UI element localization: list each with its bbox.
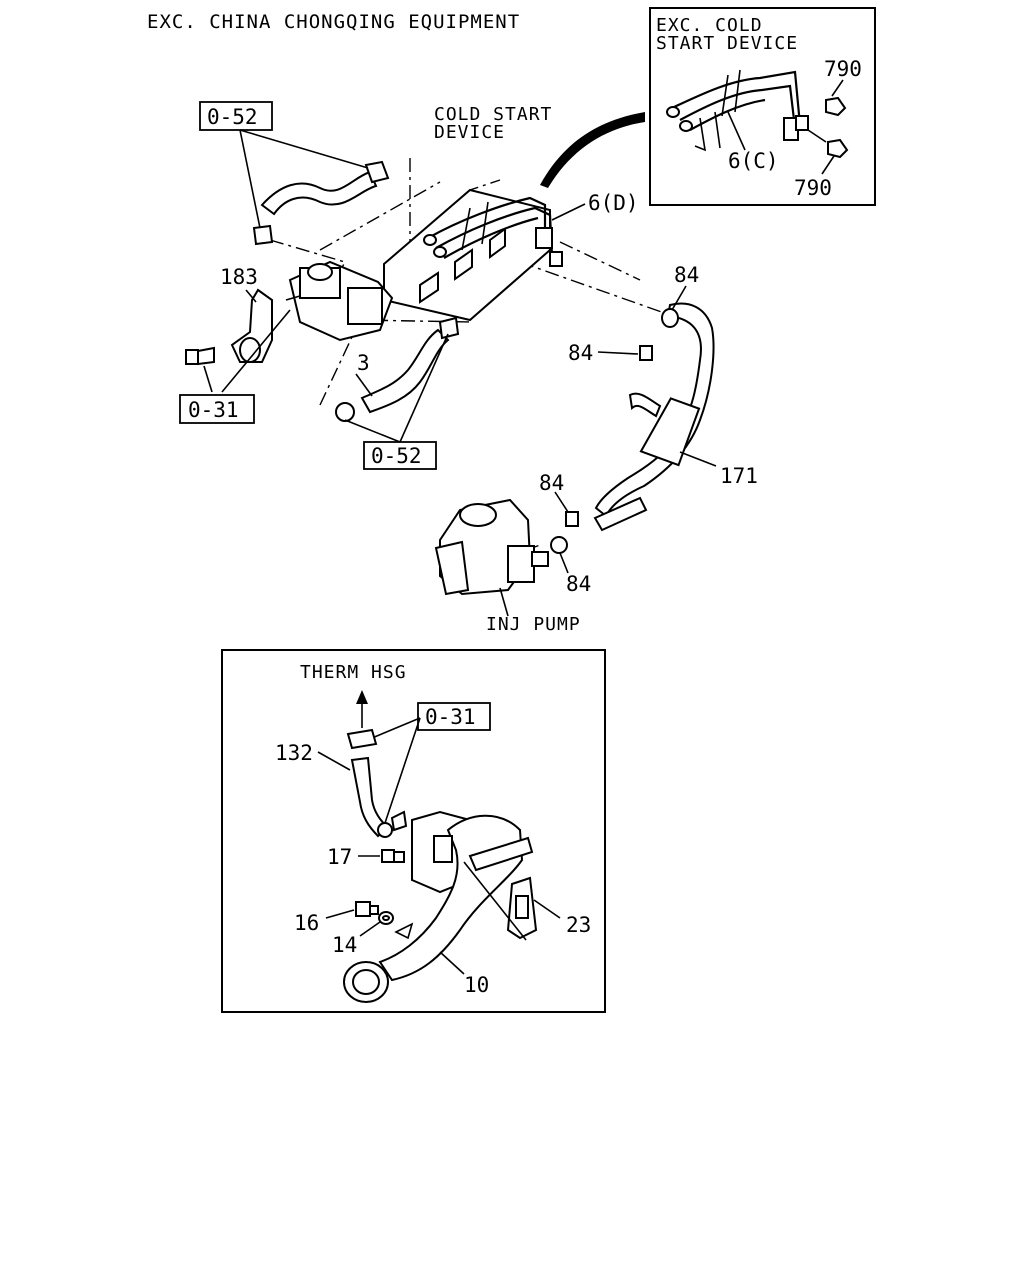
thermostat-housing-10 <box>343 810 534 1003</box>
label-183: 183 <box>220 265 258 289</box>
inset-exc-cold-start: EXC. COLD START DEVICE 790 790 6(C) <box>649 7 876 206</box>
label-84-b: 84 <box>568 341 593 365</box>
cap-790-upper <box>825 96 847 117</box>
leader-84-b <box>597 351 639 355</box>
label-84-d: 84 <box>566 572 591 596</box>
label-84-a: 84 <box>674 263 699 287</box>
leader-790-b <box>821 155 835 175</box>
hose-171 <box>593 302 715 532</box>
leader-790-link <box>807 129 827 143</box>
upper-hose <box>252 160 390 246</box>
ref-031: 0-31 <box>188 398 239 422</box>
leader-6c <box>727 111 746 151</box>
label-10: 10 <box>464 973 489 997</box>
label-inj-pump: INJ PUMP <box>486 614 581 635</box>
cap-790-lower <box>827 138 849 159</box>
hose-3 <box>335 316 460 422</box>
clamp-84-mid <box>639 345 653 361</box>
clamp-84-pump-lower <box>550 536 568 554</box>
ref-box-052-top <box>199 101 273 131</box>
bolt-17 <box>381 849 405 863</box>
inset-frame <box>649 7 876 206</box>
washer-14 <box>378 911 394 925</box>
leader-052-top-b <box>239 129 261 229</box>
cold-start-device <box>383 188 563 322</box>
leader-052-bottom-a <box>344 419 401 443</box>
label-790-upper: 790 <box>824 57 862 81</box>
leader-14 <box>359 921 381 937</box>
label-23: 23 <box>566 913 591 937</box>
leader-052-bottom-b <box>399 333 449 443</box>
clamp-84-pump-upper <box>565 511 579 527</box>
leader-790-a <box>831 79 844 97</box>
label-16: 16 <box>294 911 319 935</box>
inset-title-line2: START DEVICE <box>656 33 798 54</box>
leader-031-inset-b <box>383 717 421 827</box>
leader-84-a <box>671 285 687 311</box>
diagram-title: EXC. CHINA CHONGQING EQUIPMENT <box>147 11 520 33</box>
leader-031-b <box>203 365 213 393</box>
label-14: 14 <box>332 933 357 957</box>
label-3: 3 <box>357 351 370 375</box>
inset-callout-arrow <box>540 112 645 188</box>
inset-title-line1: EXC. COLD <box>656 15 763 36</box>
label-84-c: 84 <box>539 471 564 495</box>
label-132: 132 <box>275 741 313 765</box>
hose-132 <box>346 728 393 838</box>
label-17: 17 <box>327 845 352 869</box>
label-6c: 6(C) <box>728 149 779 173</box>
label-therm-hsg: THERM HSG <box>300 662 407 683</box>
leader-3 <box>355 373 373 397</box>
bolt-16 <box>355 901 379 917</box>
cold-start-valve-body <box>285 260 394 342</box>
leader-10 <box>439 951 465 975</box>
leader-171 <box>679 451 717 467</box>
ref-box-031-inset <box>417 702 491 731</box>
ref-052-top: 0-52 <box>207 105 258 129</box>
leader-052-top-a <box>239 129 369 169</box>
ref-box-031 <box>179 394 255 424</box>
label-cold-start-line1: COLD START <box>434 104 552 125</box>
arrow-therm-hsg-head <box>356 690 368 704</box>
leader-16 <box>325 909 355 919</box>
leader-031-inset-a <box>371 717 421 739</box>
gasket-23 <box>506 876 538 940</box>
ref-031-inset: 0-31 <box>425 705 476 729</box>
ref-052-bottom: 0-52 <box>371 444 422 468</box>
label-6d: 6(D) <box>588 191 639 215</box>
ref-box-052-bottom <box>363 441 437 470</box>
leader-183 <box>245 289 257 303</box>
leader-inj-pump <box>499 587 509 617</box>
clamp-84-upper-right <box>661 308 679 328</box>
label-790-lower: 790 <box>794 176 832 200</box>
label-171: 171 <box>720 464 758 488</box>
leader-031-a <box>221 309 291 393</box>
leader-23-a <box>463 861 527 941</box>
bracket-183 <box>230 288 273 363</box>
injection-pump <box>434 498 549 596</box>
bolt-0-31 <box>185 346 215 366</box>
label-cold-start-line2: DEVICE <box>434 122 505 143</box>
inset-therm-hsg: THERM HSG 0-31 132 10 <box>221 649 606 1013</box>
leader-23-b <box>533 899 561 919</box>
leader-132 <box>317 751 351 771</box>
inset-pipe-assembly <box>666 69 809 152</box>
leader-84-d <box>559 552 569 574</box>
inset-bottom-frame <box>221 649 606 1013</box>
leader-84-c <box>554 491 569 513</box>
leader-6d <box>551 203 586 221</box>
